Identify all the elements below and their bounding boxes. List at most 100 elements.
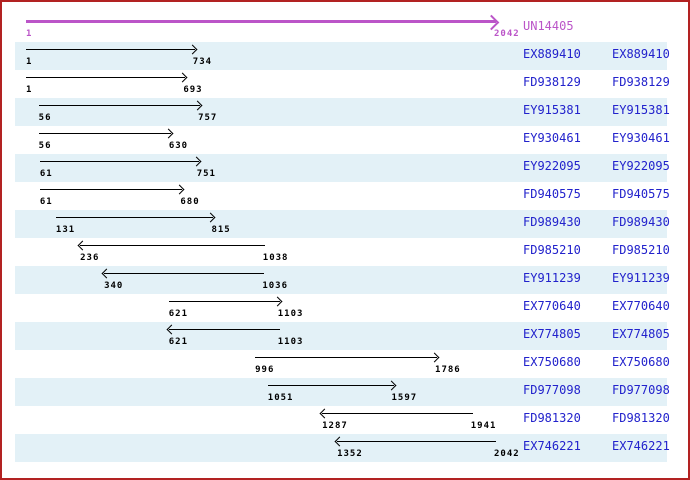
- unigene-id-label: UN14405: [523, 19, 574, 33]
- alignment-arrow: [255, 352, 440, 363]
- accession-link-secondary[interactable]: FD985210: [612, 243, 670, 257]
- alignment-arrow: [26, 44, 198, 55]
- accession-link-secondary[interactable]: FD981320: [612, 411, 670, 425]
- alignment-arrow: [55, 212, 216, 223]
- arrow-right-icon: [205, 212, 216, 223]
- arrow-left-icon: [77, 240, 88, 251]
- alignment-start-coord: 61: [39, 197, 53, 207]
- alignment-start-coord: 1287: [322, 421, 348, 431]
- accession-link-primary[interactable]: EY911239: [523, 271, 581, 285]
- arrow-left-icon: [101, 268, 112, 279]
- accession-link-secondary[interactable]: EX770640: [612, 299, 670, 313]
- alignment-start-coord: 236: [80, 253, 100, 263]
- accession-link-primary[interactable]: EY930461: [523, 131, 581, 145]
- alignment-end-coord: 734: [192, 57, 213, 67]
- accession-link-primary[interactable]: FD977098: [523, 383, 581, 397]
- alignment-end-coord: 1941: [470, 421, 497, 431]
- alignment-end-coord: 693: [183, 85, 203, 95]
- alignment-arrow: [334, 436, 496, 447]
- arrow-right-icon: [386, 380, 396, 391]
- alignment-row: 61 680 FD940575 FD940575: [2, 182, 688, 210]
- accession-link-primary[interactable]: EY915381: [523, 103, 581, 117]
- arrow-right-icon: [163, 128, 174, 139]
- arrow-right-icon: [191, 156, 202, 167]
- alignment-arrow: [168, 296, 283, 307]
- alignment-row: 1 693 FD938129 FD938129: [2, 70, 688, 98]
- alignment-row: 621 1103 EX770640 EX770640: [2, 294, 688, 322]
- alignment-start-coord: 621: [168, 309, 189, 319]
- alignment-row: 996 1786 EX750680 EX750680: [2, 350, 688, 378]
- accession-link-secondary[interactable]: FD989430: [612, 215, 670, 229]
- alignment-row: 621 1103 EX774805 EX774805: [2, 322, 688, 350]
- accession-link-primary[interactable]: EX750680: [523, 355, 581, 369]
- alignment-row: 131 815 FD989430 FD989430: [2, 210, 688, 238]
- accession-link-secondary[interactable]: FD977098: [612, 383, 670, 397]
- arrow-left-icon: [319, 408, 330, 419]
- alignment-start-coord: 996: [255, 365, 275, 375]
- accession-link-primary[interactable]: EX746221: [523, 439, 581, 453]
- accession-link-secondary[interactable]: FD938129: [612, 75, 670, 89]
- alignment-row: 61 751 EY922095 EY922095: [2, 154, 688, 182]
- alignment-start-coord: 61: [39, 169, 53, 179]
- accession-link-primary[interactable]: FD985210: [523, 243, 581, 257]
- accession-link-primary[interactable]: EX770640: [523, 299, 581, 313]
- alignment-end-coord: 630: [168, 141, 189, 151]
- accession-link-primary[interactable]: EX889410: [523, 47, 581, 61]
- alignment-end-coord: 815: [211, 225, 231, 235]
- alignment-arrow: [101, 268, 265, 279]
- arrow-right-icon: [174, 184, 185, 195]
- arrow-right-icon: [177, 72, 188, 83]
- alignment-arrow: [319, 408, 473, 419]
- accession-link-secondary[interactable]: EX750680: [612, 355, 670, 369]
- alignment-start-coord: 340: [104, 281, 124, 291]
- alignment-arrow: [38, 128, 174, 139]
- alignment-arrow: [26, 72, 188, 83]
- accession-link-secondary[interactable]: EY930461: [612, 131, 670, 145]
- alignment-start-coord: 1352: [337, 449, 363, 459]
- alignment-row: 1051 1597 FD977098 FD977098: [2, 378, 688, 406]
- alignment-row: 1352 2042 EX746221 EX746221: [2, 434, 688, 462]
- alignment-start-coord: 621: [168, 337, 189, 347]
- accession-link-primary[interactable]: EX774805: [523, 327, 581, 341]
- accession-link-secondary[interactable]: EX774805: [612, 327, 670, 341]
- accession-link-primary[interactable]: EY922095: [523, 159, 581, 173]
- unigene-arrow: [26, 14, 500, 31]
- alignment-arrow: [39, 184, 185, 195]
- alignment-row: 340 1036 EY911239 EY911239: [2, 266, 688, 294]
- arrow-right-icon: [483, 14, 500, 31]
- alignment-start-coord: 1: [26, 85, 33, 95]
- arrow-left-icon: [334, 436, 345, 447]
- accession-link-primary[interactable]: FD989430: [523, 215, 581, 229]
- unigene-track: 1 2042 UN14405: [2, 2, 688, 42]
- alignment-end-coord: 1103: [277, 337, 304, 347]
- accession-link-secondary[interactable]: EY922095: [612, 159, 670, 173]
- accession-link-primary[interactable]: FD938129: [523, 75, 581, 89]
- alignment-start-coord: 56: [38, 113, 52, 123]
- accession-link-primary[interactable]: FD981320: [523, 411, 581, 425]
- alignment-start-coord: 56: [38, 141, 52, 151]
- alignment-arrow: [77, 240, 265, 251]
- accession-link-secondary[interactable]: EY915381: [612, 103, 670, 117]
- alignment-start-coord: 1: [26, 57, 33, 67]
- alignment-end-coord: 1036: [262, 281, 289, 291]
- alignment-end-coord: 1786: [435, 365, 461, 375]
- arrow-right-icon: [429, 352, 440, 363]
- alignment-end-coord: 1103: [277, 309, 304, 319]
- unigene-start-coord: 1: [26, 29, 33, 39]
- accession-link-secondary[interactable]: FD940575: [612, 187, 670, 201]
- alignment-start-coord: 131: [55, 225, 76, 235]
- alignment-arrow: [38, 100, 203, 111]
- accession-link-secondary[interactable]: EX746221: [612, 439, 670, 453]
- alignment-row: 1287 1941 FD981320 FD981320: [2, 406, 688, 434]
- accession-link-primary[interactable]: FD940575: [523, 187, 581, 201]
- alignment-end-coord: 2042: [494, 449, 520, 459]
- alignment-end-coord: 680: [180, 197, 200, 207]
- accession-link-secondary[interactable]: EX889410: [612, 47, 670, 61]
- alignment-row: 236 1038 FD985210 FD985210: [2, 238, 688, 266]
- alignment-arrow: [39, 156, 202, 167]
- alignment-end-coord: 1597: [391, 393, 418, 403]
- accession-link-secondary[interactable]: EY911239: [612, 271, 670, 285]
- arrow-right-icon: [272, 296, 283, 307]
- alignment-end-coord: 1038: [262, 253, 289, 263]
